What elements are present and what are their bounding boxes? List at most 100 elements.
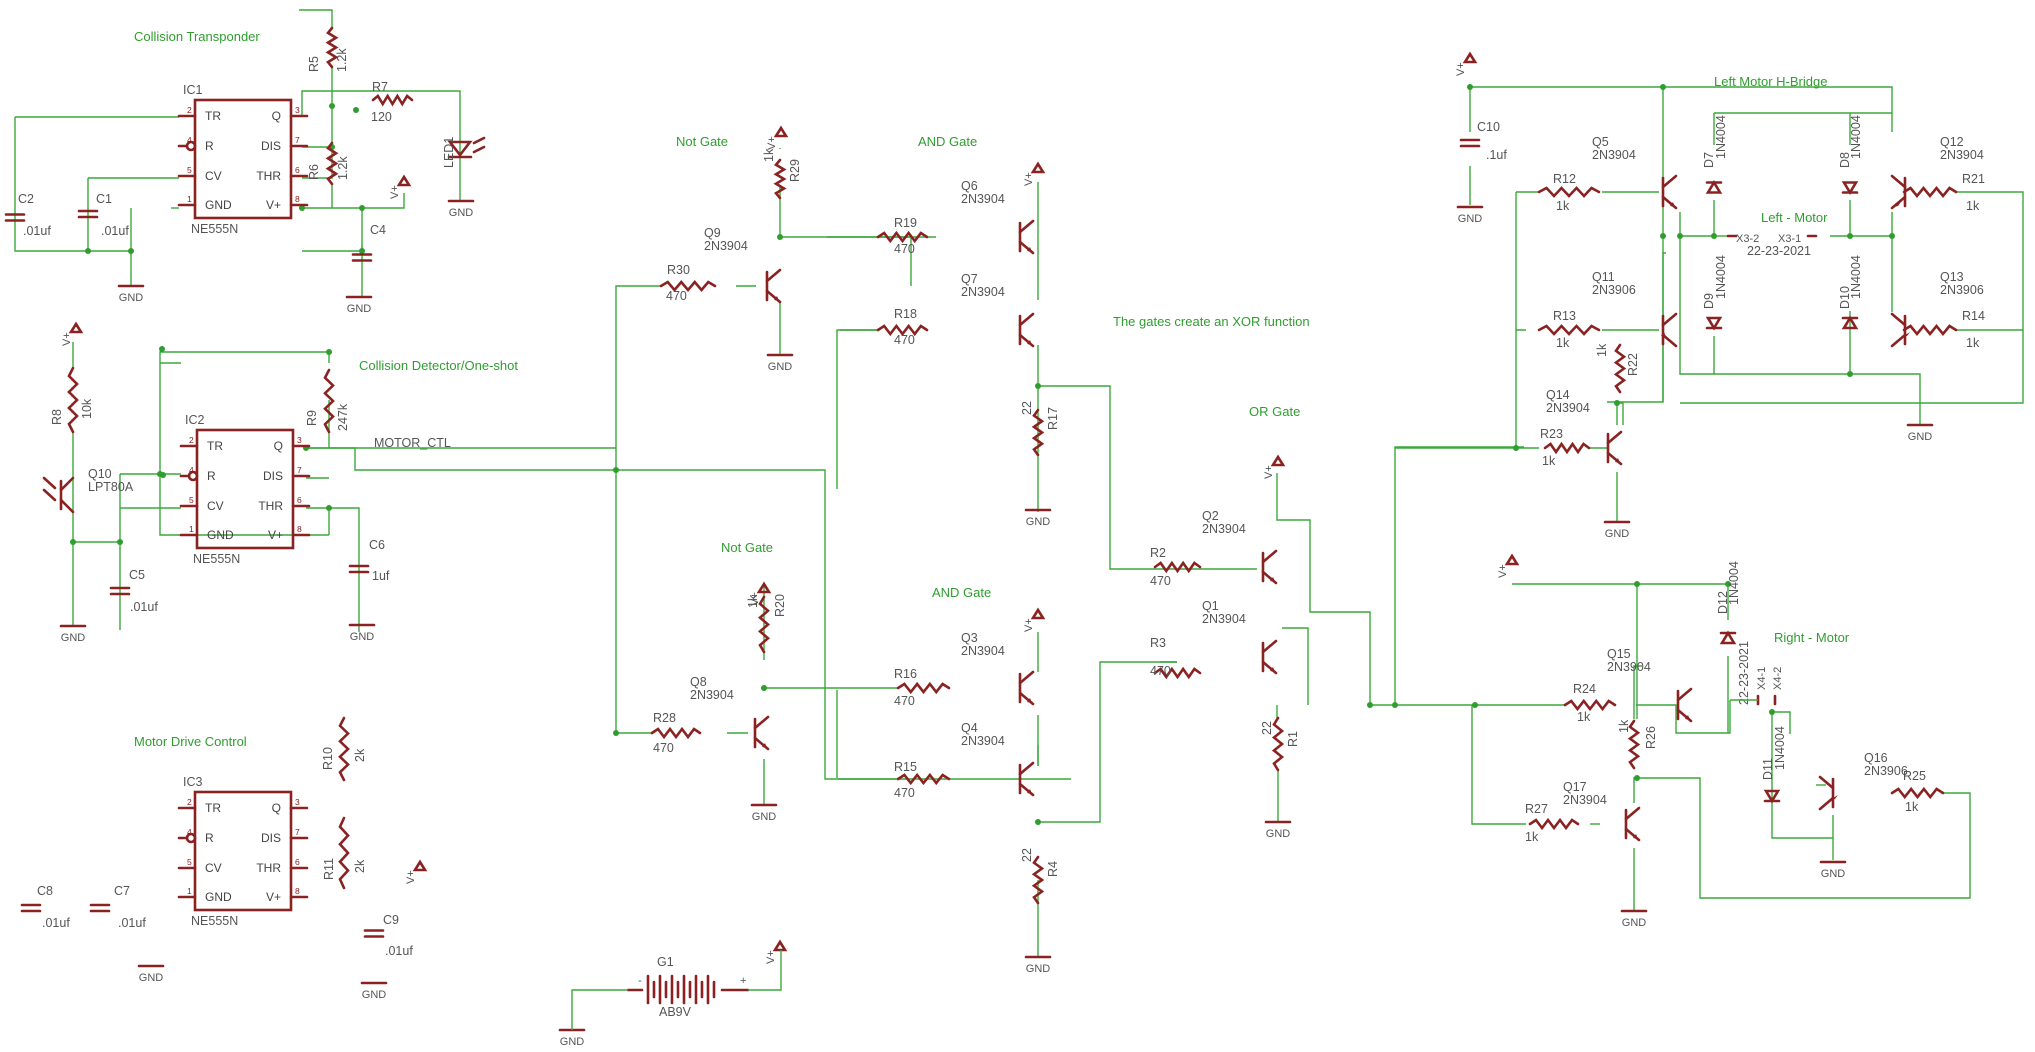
capacitor-value: .1uf bbox=[1486, 148, 1507, 162]
ic-pin-number: 6 bbox=[295, 857, 300, 867]
diode-ref: D7 bbox=[1702, 152, 1716, 168]
transistor-ref: Q14 bbox=[1546, 388, 1570, 402]
ground-label: GND bbox=[560, 1036, 585, 1048]
wire bbox=[1512, 583, 1729, 620]
junction-dot bbox=[1660, 84, 1666, 90]
junction-dot bbox=[1392, 702, 1398, 708]
section-title: Left - Motor bbox=[1761, 210, 1828, 225]
ic-pin-label: DIS bbox=[261, 831, 281, 845]
wire bbox=[306, 507, 360, 632]
transistor-ref: Q2 bbox=[1202, 509, 1219, 523]
resistor-value: 1k bbox=[1542, 454, 1556, 468]
resistor-value: 470 bbox=[894, 694, 915, 708]
junction-dot bbox=[1634, 775, 1640, 781]
capacitor-ref: C9 bbox=[383, 913, 399, 927]
transistor-ref: Q1 bbox=[1202, 599, 1219, 613]
wire bbox=[306, 447, 1071, 780]
ic-value: NE555N bbox=[193, 552, 240, 566]
transistor-ref: Q9 bbox=[704, 226, 721, 240]
diode-value: 1N4004 bbox=[1714, 115, 1728, 159]
transistor-value: 2N3904 bbox=[690, 688, 734, 702]
vcc-label: V+ bbox=[1023, 172, 1035, 186]
wire bbox=[1636, 700, 1731, 734]
resistor-ref: R28 bbox=[653, 711, 676, 725]
wire bbox=[779, 185, 912, 286]
junction-dot bbox=[613, 467, 619, 473]
vcc-symbol: V+ bbox=[1455, 51, 1478, 76]
resistor-value: 10k bbox=[80, 398, 94, 419]
resistor-value: 22 bbox=[1260, 721, 1274, 735]
resistor-value: 470 bbox=[653, 741, 674, 755]
ic-ref: IC3 bbox=[183, 775, 203, 789]
junction-dot bbox=[1614, 400, 1620, 406]
capacitor-c10: C10 .1uf bbox=[1459, 120, 1507, 162]
wire bbox=[1394, 446, 1524, 705]
ic-pin-number: 7 bbox=[295, 135, 300, 145]
connector-label: X3-2 bbox=[1736, 233, 1759, 245]
resistor-ref: R22 bbox=[1626, 353, 1640, 376]
ic-pin-label: GND bbox=[205, 890, 232, 904]
ic-pin-label: DIS bbox=[261, 139, 281, 153]
section-title: Not Gate bbox=[676, 134, 728, 149]
wire bbox=[1276, 473, 1395, 706]
transistor-ref: Q7 bbox=[961, 272, 978, 286]
vcc-symbol: V+ bbox=[1263, 454, 1286, 479]
transistor-value: 2N3906 bbox=[1864, 764, 1908, 778]
capacitor-value: .01uf bbox=[118, 916, 146, 930]
resistor-ref: R6 bbox=[307, 164, 321, 180]
diode-ref: D10 bbox=[1838, 286, 1852, 309]
ground-label: GND bbox=[119, 292, 144, 304]
transistor-ref: Q8 bbox=[690, 675, 707, 689]
ground-label: GND bbox=[139, 972, 164, 984]
wire bbox=[615, 470, 652, 734]
ground-symbol: GND bbox=[59, 624, 87, 644]
resistor-value: 470 bbox=[894, 333, 915, 347]
resistor-value: 1k bbox=[1905, 800, 1919, 814]
wire bbox=[159, 351, 330, 363]
vcc-symbol: V+ bbox=[1023, 161, 1046, 186]
vcc-label: V+ bbox=[405, 870, 417, 884]
ground-label: GND bbox=[61, 632, 86, 644]
resistor-value: 2k bbox=[353, 748, 367, 762]
ground-label: GND bbox=[1821, 868, 1846, 880]
wire bbox=[302, 208, 363, 252]
resistor-value: 1k bbox=[1556, 336, 1570, 350]
resistor-value: 22 bbox=[1020, 401, 1034, 415]
wire bbox=[1849, 200, 1893, 237]
capacitor-c8: C8.01uf bbox=[20, 884, 70, 930]
ic-ref: IC2 bbox=[185, 413, 205, 427]
diode-ref: D9 bbox=[1702, 293, 1716, 309]
transistor-value: 2N3906 bbox=[1940, 283, 1984, 297]
capacitor-ref: C10 bbox=[1477, 120, 1500, 134]
ic-pin-number: 1 bbox=[187, 194, 192, 204]
ic-pin-number: 3 bbox=[295, 797, 300, 807]
junction-dot bbox=[70, 539, 76, 545]
junction-dot bbox=[353, 107, 359, 113]
connector-part: 22-23-2021 bbox=[1747, 244, 1811, 258]
capacitor-ref: C6 bbox=[369, 538, 385, 552]
ground-symbol: GND bbox=[447, 199, 475, 219]
ground-symbol: GND bbox=[1024, 508, 1052, 528]
ic-pin-number: 8 bbox=[295, 886, 300, 896]
junction-dot bbox=[1367, 702, 1373, 708]
junction-dot bbox=[1847, 233, 1853, 239]
junction-dot bbox=[1889, 233, 1895, 239]
capacitor-c9: C9.01uf bbox=[363, 913, 413, 958]
